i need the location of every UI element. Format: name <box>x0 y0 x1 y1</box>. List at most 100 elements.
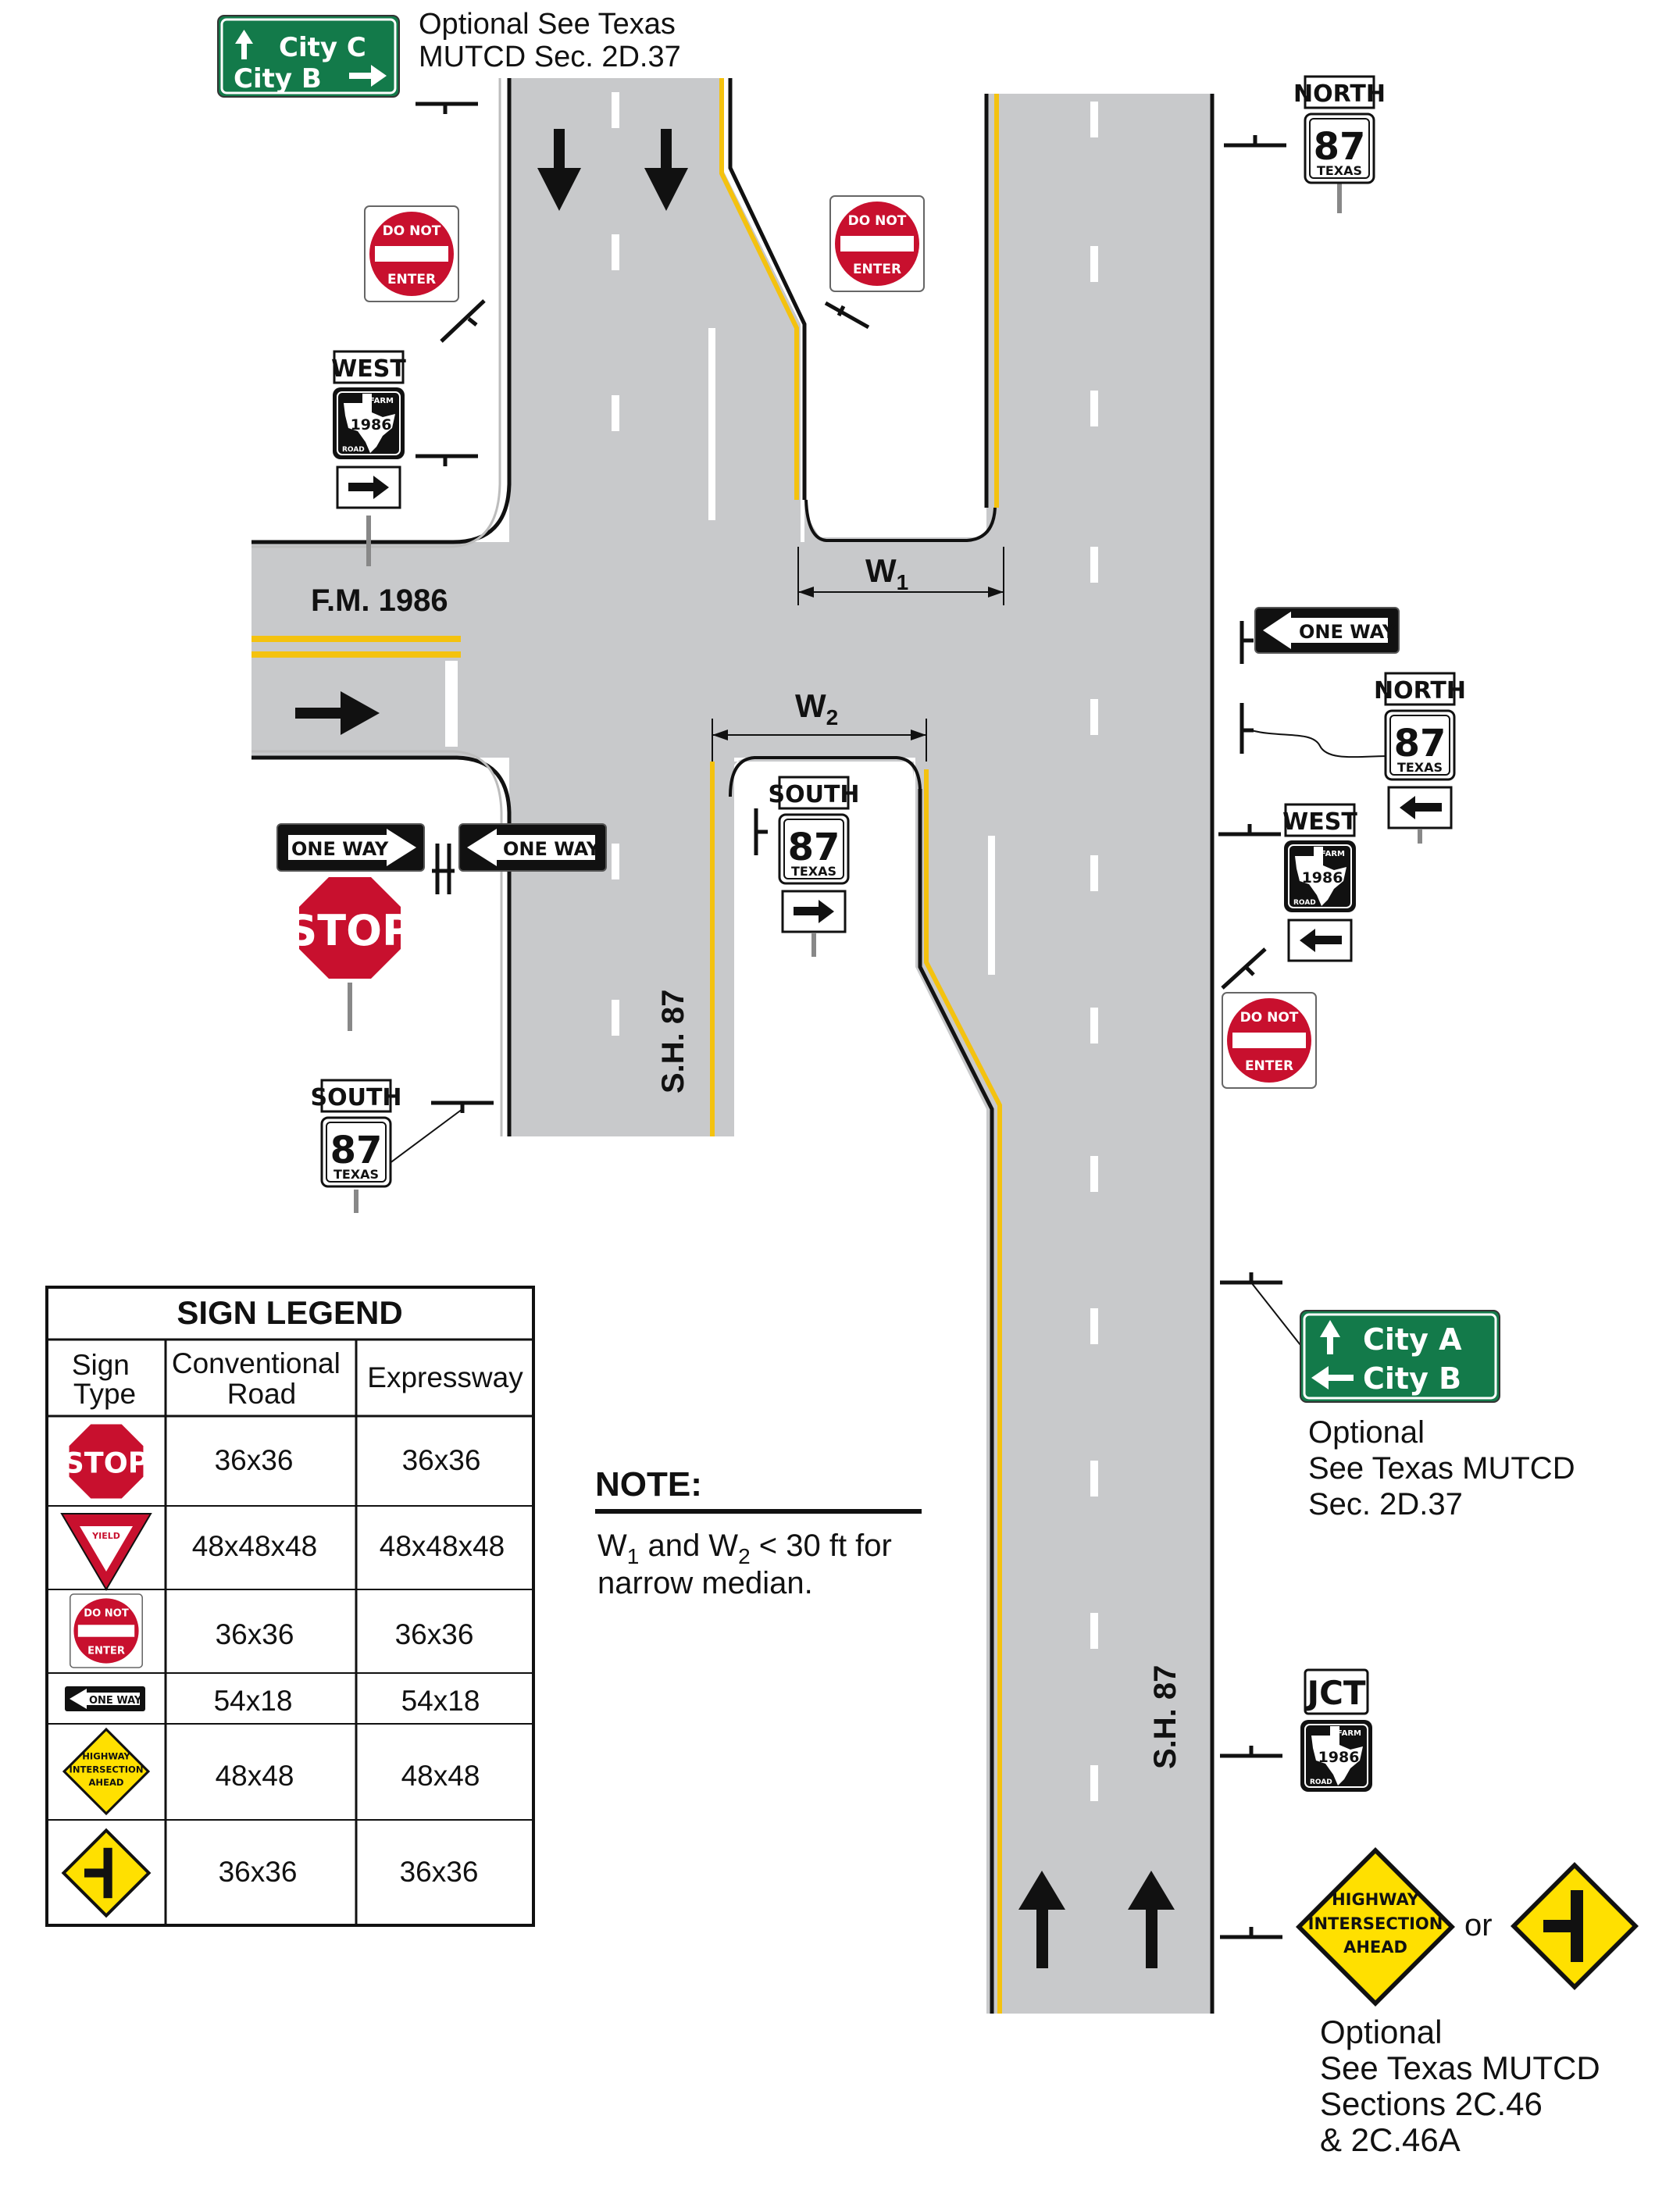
stop-icon: STOP <box>64 1421 149 1502</box>
svg-text:AHEAD: AHEAD <box>1343 1938 1407 1957</box>
w1-dimension: W1 <box>797 547 1004 605</box>
svg-text:TEXAS: TEXAS <box>1317 163 1362 178</box>
legend-row-oneway-expressway: 54x18 <box>401 1685 480 1717</box>
svg-text:W1: W1 <box>865 552 908 594</box>
svg-text:1986: 1986 <box>1302 869 1343 887</box>
svg-text:FARM: FARM <box>369 397 394 405</box>
svg-text:ONE WAY: ONE WAY <box>291 838 389 860</box>
legend-row-oneway-conventional: 54x18 <box>214 1685 293 1717</box>
right-optional-line3: Sec. 2D.37 <box>1308 1487 1463 1522</box>
up-arrow-icon <box>1320 1320 1340 1354</box>
svg-text:SOUTH: SOUTH <box>310 1084 401 1111</box>
svg-text:YIELD: YIELD <box>91 1531 120 1541</box>
svg-text:1986: 1986 <box>1318 1749 1360 1766</box>
route-assembly-south-87-median: SOUTH 87 TEXAS <box>768 776 860 957</box>
svg-text:City B: City B <box>1363 1361 1461 1396</box>
route-assembly-north-87-mid: NORTH 87 TEXAS <box>1374 672 1466 844</box>
svg-text:City A: City A <box>1363 1322 1462 1357</box>
legend-row-hia-expressway: 48x48 <box>401 1760 480 1792</box>
svg-text:DO NOT: DO NOT <box>383 223 441 239</box>
legend-col-expressway: Expressway <box>367 1361 523 1393</box>
svg-text:87: 87 <box>788 826 840 869</box>
up-arrow-icon <box>235 30 253 59</box>
svg-text:City B: City B <box>234 63 322 95</box>
legend-row-tint-conventional: 36x36 <box>219 1856 298 1888</box>
right-optional-line2: See Texas MUTCD <box>1308 1451 1575 1486</box>
yield-icon: YIELD <box>60 1513 152 1591</box>
route-assembly-west-fm1986-right: WEST FARM 1986 ROAD <box>1282 803 1357 962</box>
svg-text:City C: City C <box>279 32 366 63</box>
svg-text:Optional See Texas MUTCD: Optional See Texas MUTCD Sec. 2D.37 <box>1308 1415 1584 1522</box>
svg-text:INTERSECTION: INTERSECTION <box>70 1764 144 1775</box>
sh87-label-left: S.H. 87 <box>656 990 690 1093</box>
svg-text:87: 87 <box>330 1129 383 1172</box>
svg-text:HIGHWAY: HIGHWAY <box>1332 1890 1420 1909</box>
left-arrow-icon <box>1400 796 1442 819</box>
top-optional-line2: MUTCD Sec. 2D.37 <box>419 41 681 73</box>
side-road-intersection-sign <box>1511 1862 1639 1990</box>
svg-text:ENTER: ENTER <box>387 272 436 287</box>
or-label: or <box>1464 1908 1493 1942</box>
northbound-arrow-left <box>1018 1871 1065 1968</box>
right-arrow-icon <box>794 900 834 923</box>
route-assembly-jct-fm1986: JCT FARM 1986 ROAD <box>1300 1668 1373 1793</box>
route-assembly-north-87-top: NORTH 87 TEXAS <box>1293 75 1386 213</box>
route-assembly-south-87-left: SOUTH 87 TEXAS <box>310 1079 402 1213</box>
svg-text:ENTER: ENTER <box>1245 1058 1293 1074</box>
sh87-southbound-upper <box>509 78 801 542</box>
bottom-optional-line3: Sections 2C.46 <box>1320 2085 1543 2122</box>
bottom-optional-line2: See Texas MUTCD <box>1320 2050 1600 2086</box>
one-way-sign-right: ONE WAY <box>276 823 425 872</box>
legend-row-dne-expressway: 36x36 <box>395 1618 474 1650</box>
do-not-enter-sign-3: DO NOT ENTER <box>1222 992 1317 1089</box>
do-not-enter-sign-2: DO NOT ENTER <box>829 195 925 292</box>
svg-text:DO NOT: DO NOT <box>848 213 907 229</box>
svg-text:ENTER: ENTER <box>853 262 901 277</box>
legend-row-hia-conventional: 48x48 <box>216 1760 294 1792</box>
stop-sign: STOP <box>287 873 413 1031</box>
svg-text:ONE WAY: ONE WAY <box>1299 621 1396 643</box>
eastbound-arrow <box>295 691 380 735</box>
svg-text:STOP: STOP <box>287 906 412 955</box>
svg-text:87: 87 <box>1314 125 1366 169</box>
svg-text:TEXAS: TEXAS <box>1397 760 1443 775</box>
route-assembly-west-fm1986-top: WEST FARM 1986 ROAD <box>331 350 406 566</box>
one-way-icon: ONE WAY <box>65 1686 145 1711</box>
svg-text:TEXAS: TEXAS <box>791 864 836 879</box>
svg-text:ENTER: ENTER <box>87 1645 125 1657</box>
sh87-southbound-lower <box>509 758 734 1136</box>
one-way-sign-right-side: ONE WAY <box>1254 607 1400 654</box>
one-way-sign-left: ONE WAY <box>458 823 607 872</box>
svg-text:ROAD: ROAD <box>1310 1778 1332 1786</box>
svg-text:NORTH: NORTH <box>1374 677 1466 705</box>
svg-text:ONE WAY: ONE WAY <box>89 1695 142 1707</box>
sh87-label-right: S.H. 87 <box>1148 1665 1182 1769</box>
legend-row-yield-expressway: 48x48x48 <box>380 1530 505 1562</box>
svg-text:JCT: JCT <box>1304 1674 1365 1712</box>
legend-title: SIGN LEGEND <box>177 1294 402 1331</box>
legend-row-stop-expressway: 36x36 <box>402 1444 481 1476</box>
southbound-arrow-left <box>537 129 581 211</box>
left-arrow-icon <box>1300 929 1342 952</box>
sign-post-markers <box>416 102 1286 1939</box>
w2-dimension: W2 <box>712 687 927 762</box>
left-arrow-icon <box>1311 1366 1354 1390</box>
note-line2: narrow median. <box>597 1566 813 1600</box>
sh87-northbound <box>915 94 1212 2014</box>
svg-text:INTERSECTION: INTERSECTION <box>1308 1914 1443 1933</box>
top-optional-line1: Optional See Texas <box>419 8 676 41</box>
svg-text:ROAD: ROAD <box>1293 899 1316 907</box>
bottom-optional-line1: Optional <box>1320 2014 1442 2050</box>
svg-text:HIGHWAY: HIGHWAY <box>82 1751 130 1762</box>
svg-text:SOUTH: SOUTH <box>768 781 859 808</box>
note-line1: W1 and W2 < 30 ft for <box>597 1529 892 1568</box>
svg-text:1986: 1986 <box>351 416 392 433</box>
right-optional-line1: Optional <box>1308 1415 1425 1450</box>
legend-row-tint-expressway: 36x36 <box>400 1856 479 1888</box>
sign-legend-table: SIGN LEGEND Sign Type Conventional Road … <box>45 1286 535 1927</box>
guide-sign-city-a: City A City B <box>1300 1310 1500 1403</box>
svg-text:STOP: STOP <box>64 1447 149 1480</box>
legend-row-dne-conventional: 36x36 <box>216 1618 294 1650</box>
highway-intersection-ahead-sign: HIGHWAY INTERSECTION AHEAD <box>1296 1847 1455 2007</box>
svg-text:ONE WAY: ONE WAY <box>503 838 601 860</box>
